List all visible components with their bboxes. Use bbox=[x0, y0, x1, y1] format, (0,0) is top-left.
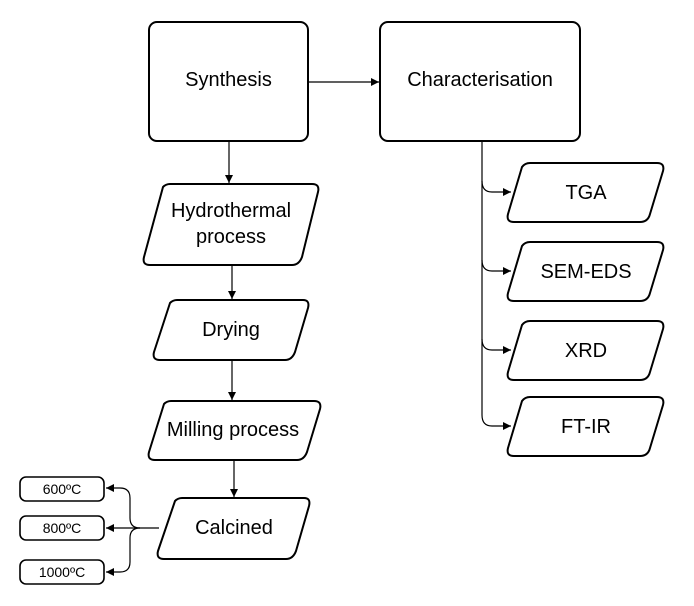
milling-label: Milling process bbox=[167, 419, 299, 441]
synthesis-box: Synthesis bbox=[148, 21, 309, 142]
technique-xrd: XRD bbox=[506, 320, 665, 381]
characterisation-box: Characterisation bbox=[379, 21, 581, 142]
to-sem-eds-arrow bbox=[481, 259, 511, 275]
calcined-branch-line bbox=[106, 484, 159, 529]
sem-eds-label: SEM-EDS bbox=[540, 261, 631, 283]
process-step-hydrothermal: Hydrothermal process bbox=[142, 183, 320, 266]
drying-label: Drying bbox=[202, 319, 260, 341]
hydrothermal-label-line1: Hydrothermal bbox=[171, 200, 291, 222]
to-xrd-arrow bbox=[481, 338, 511, 354]
calcined-label: Calcined bbox=[195, 517, 273, 539]
to-1000-arrow bbox=[106, 527, 141, 576]
process-step-milling: Milling process bbox=[147, 400, 322, 461]
tga-label: TGA bbox=[565, 182, 607, 204]
process-step-calcined: Calcined bbox=[156, 497, 311, 560]
to-tga-arrow bbox=[481, 180, 511, 196]
temperature-600: 600ºC bbox=[19, 476, 105, 502]
technique-tga: TGA bbox=[506, 162, 665, 223]
to-ft-ir-arrow bbox=[481, 414, 511, 430]
ft-ir-label: FT-IR bbox=[561, 416, 611, 438]
temperature-800-label: 800ºC bbox=[43, 520, 82, 536]
hydrothermal-label-line2: process bbox=[196, 226, 266, 248]
temperature-600-label: 600ºC bbox=[43, 481, 82, 497]
characterisation-label: Characterisation bbox=[407, 69, 553, 91]
technique-ft-ir: FT-IR bbox=[506, 396, 665, 457]
process-step-drying: Drying bbox=[152, 299, 310, 361]
temperature-1000: 1000ºC bbox=[19, 559, 105, 585]
temperature-800: 800ºC bbox=[19, 515, 105, 541]
xrd-label: XRD bbox=[565, 340, 607, 362]
synthesis-label: Synthesis bbox=[185, 69, 272, 91]
temperature-1000-label: 1000ºC bbox=[39, 564, 85, 580]
technique-sem-eds: SEM-EDS bbox=[506, 241, 665, 302]
